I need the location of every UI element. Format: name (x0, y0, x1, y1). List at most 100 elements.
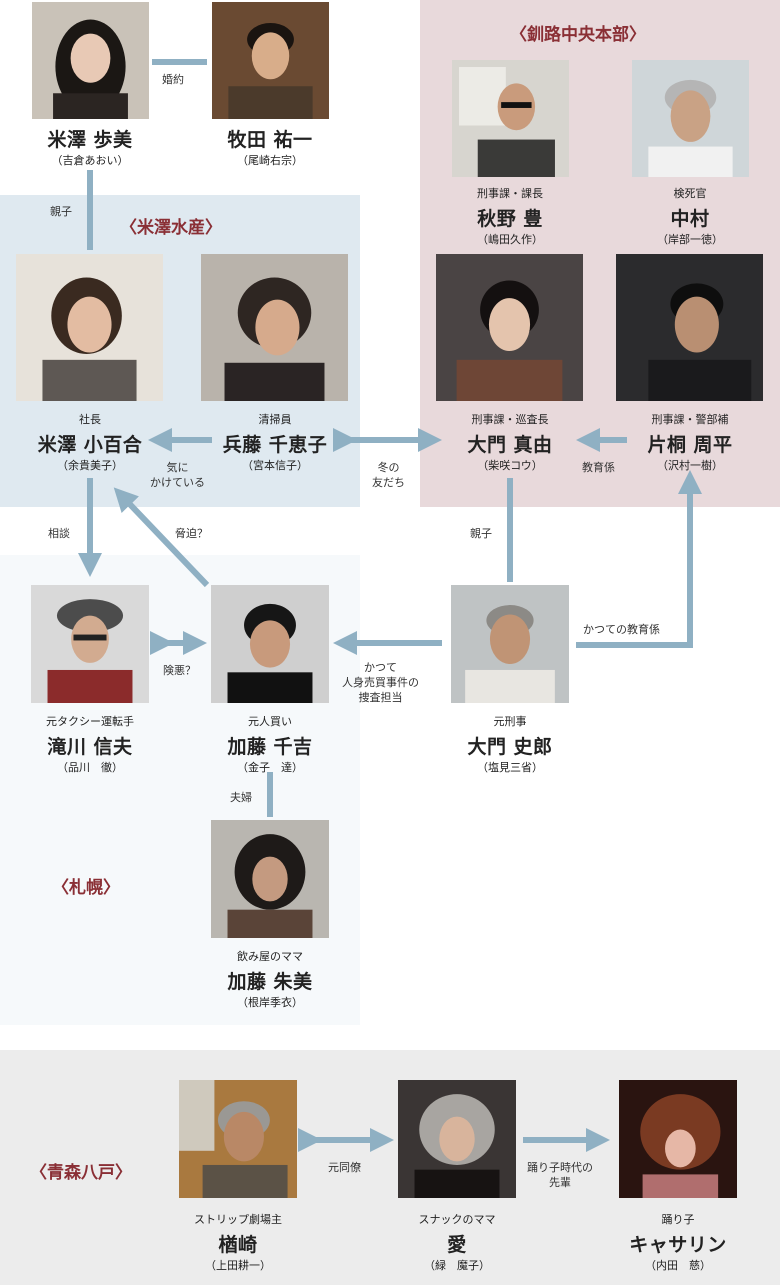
portrait-nakamura (632, 60, 749, 177)
arrow-former-trainer (576, 470, 702, 648)
person-actor: （岸部一徳） (657, 233, 723, 246)
person-name: 大門 史郎 (467, 736, 553, 758)
person-yuichi: 牧田 祐一 （尾崎右宗） (200, 0, 340, 175)
person-name: 片桐 周平 (647, 434, 733, 456)
rel-colleague: 元同僚 (328, 1161, 361, 1174)
person-actor: （根岸季衣） (237, 996, 303, 1009)
person-actor: （尾崎右宗） (237, 154, 303, 167)
person-nakamura: 検死官 中村 （岸部一徳） (620, 58, 760, 248)
person-role: 清掃員 (258, 413, 292, 426)
person-actor: （宮本信子） (242, 459, 308, 472)
person-takigawa: 元タクシー運転手 滝川 信夫 （品川 徹） (20, 585, 160, 775)
person-actor: （金子 達） (237, 761, 303, 774)
portrait-shiro (451, 585, 569, 703)
person-role: 刑事課・巡査長 (471, 413, 549, 426)
person-role: 飲み屋のママ (237, 950, 303, 963)
person-catherine: 踊り子 キャサリン （内田 慈） (608, 1080, 748, 1272)
region-title-aomori: 〈青森八戸〉 (30, 1163, 132, 1183)
portrait-akino (452, 60, 569, 177)
person-role: 踊り子 (661, 1213, 695, 1226)
portrait-sayuri (16, 254, 163, 401)
person-name: 中村 (670, 208, 710, 230)
person-chikichi: 元人買い 加藤 千吉 （金子 達） (200, 585, 340, 775)
person-role: ストリップ劇場主 (194, 1213, 282, 1226)
person-role: スナックのママ (418, 1213, 496, 1226)
rel-bad-terms: 険悪？ (163, 664, 196, 677)
rel-senior: 踊り子時代の 先輩 (527, 1160, 593, 1190)
rel-worried-line1: 気に (166, 461, 189, 474)
region-title-yonezawa: 〈米澤水産〉 (120, 218, 222, 238)
rel-threat: 脅迫？ (175, 527, 208, 540)
person-narasaki: ストリップ劇場主 楢崎 （上田耕一） (168, 1080, 308, 1272)
rel-former-line2: 人身売買事件の (342, 676, 419, 689)
person-name: 愛 (447, 1234, 467, 1256)
portrait-takigawa (31, 585, 149, 703)
person-akemi: 飲み屋のママ 加藤 朱美 （根岸季衣） (200, 820, 340, 1010)
rel-former-investigator: かつて 人身売買事件の 捜査担当 (342, 660, 419, 705)
person-role: 元刑事 (493, 715, 527, 728)
portrait-catherine (619, 1080, 737, 1198)
portrait-ai (398, 1080, 516, 1198)
person-name: 加藤 千吉 (227, 736, 313, 758)
person-akino: 刑事課・課長 秋野 豊 （嶋田久作） (440, 58, 580, 248)
rel-winter-line1: 冬の (377, 461, 400, 474)
person-katagiri: 刑事課・警部補 片桐 周平 （沢村一樹） (615, 252, 765, 477)
rel-former-line3: 捜査担当 (358, 691, 403, 704)
rel-former-trainer: かつての教育係 (583, 623, 660, 636)
rel-senior-line2: 先輩 (549, 1176, 571, 1189)
region-title-kushiro: 〈釧路中央本部〉 (510, 25, 646, 45)
person-role: 元人買い (248, 715, 292, 728)
rel-engaged: 婚約 (162, 73, 184, 86)
portrait-katagiri (616, 254, 763, 401)
person-name: 楢崎 (218, 1234, 258, 1256)
person-actor: （嶋田久作） (477, 233, 543, 246)
person-name: 加藤 朱美 (227, 971, 313, 993)
person-role: 刑事課・警部補 (651, 413, 729, 426)
person-actor: （内田 慈） (645, 1259, 711, 1272)
rel-married: 夫婦 (230, 791, 252, 804)
rel-parent-child-1: 親子 (50, 205, 72, 218)
rel-consult: 相談 (48, 527, 70, 540)
person-actor: （沢村一樹） (657, 459, 723, 472)
person-name: 滝川 信夫 (47, 736, 133, 758)
arrow-threat (113, 487, 210, 588)
rel-trainer: 教育係 (582, 461, 615, 474)
person-actor: （緑 魔子） (424, 1259, 490, 1272)
region-title-sapporo: 〈札幌〉 (52, 878, 120, 898)
person-name: 大門 真由 (467, 434, 553, 456)
portrait-chikichi (211, 585, 329, 703)
person-actor: （品川 徹） (57, 761, 123, 774)
person-sayuri: 社長 米澤 小百合 （余貴美子） (15, 252, 165, 477)
rel-winter-line2: 友だち (372, 476, 405, 489)
person-role: 元タクシー運転手 (46, 715, 134, 728)
person-ayumi: 米澤 歩美 （吉倉あおい） (20, 0, 160, 175)
portrait-narasaki (179, 1080, 297, 1198)
portrait-ayumi (32, 2, 149, 119)
rel-worried: 気に かけている (150, 460, 205, 490)
person-mayu: 刑事課・巡査長 大門 真由 （柴咲コウ） (435, 252, 585, 477)
person-ai: スナックのママ 愛 （緑 魔子） (387, 1080, 527, 1272)
person-name: 米澤 小百合 (37, 434, 143, 456)
person-actor: （上田耕一） (205, 1259, 271, 1272)
rel-senior-line1: 踊り子時代の (527, 1161, 593, 1174)
person-actor: （吉倉あおい） (51, 154, 129, 167)
rel-winter-friends: 冬の 友だち (372, 460, 405, 490)
person-role: 社長 (79, 413, 101, 426)
person-role: 刑事課・課長 (477, 187, 543, 200)
person-name: 米澤 歩美 (47, 129, 133, 151)
person-actor: （塩見三省） (477, 761, 543, 774)
rel-former-line1: かつて (364, 661, 397, 674)
portrait-chieko (201, 254, 348, 401)
rel-worried-line2: かけている (150, 476, 205, 489)
rel-parent-child-2: 親子 (470, 527, 492, 540)
person-actor: （余貴美子） (57, 459, 123, 472)
person-name: 秋野 豊 (477, 208, 543, 230)
person-name: キャサリン (629, 1234, 727, 1256)
portrait-akemi (211, 820, 329, 938)
portrait-yuichi (212, 2, 329, 119)
portrait-mayu (436, 254, 583, 401)
person-actor: （柴咲コウ） (477, 459, 543, 472)
person-name: 兵藤 千恵子 (222, 434, 328, 456)
person-role: 検死官 (673, 187, 707, 200)
